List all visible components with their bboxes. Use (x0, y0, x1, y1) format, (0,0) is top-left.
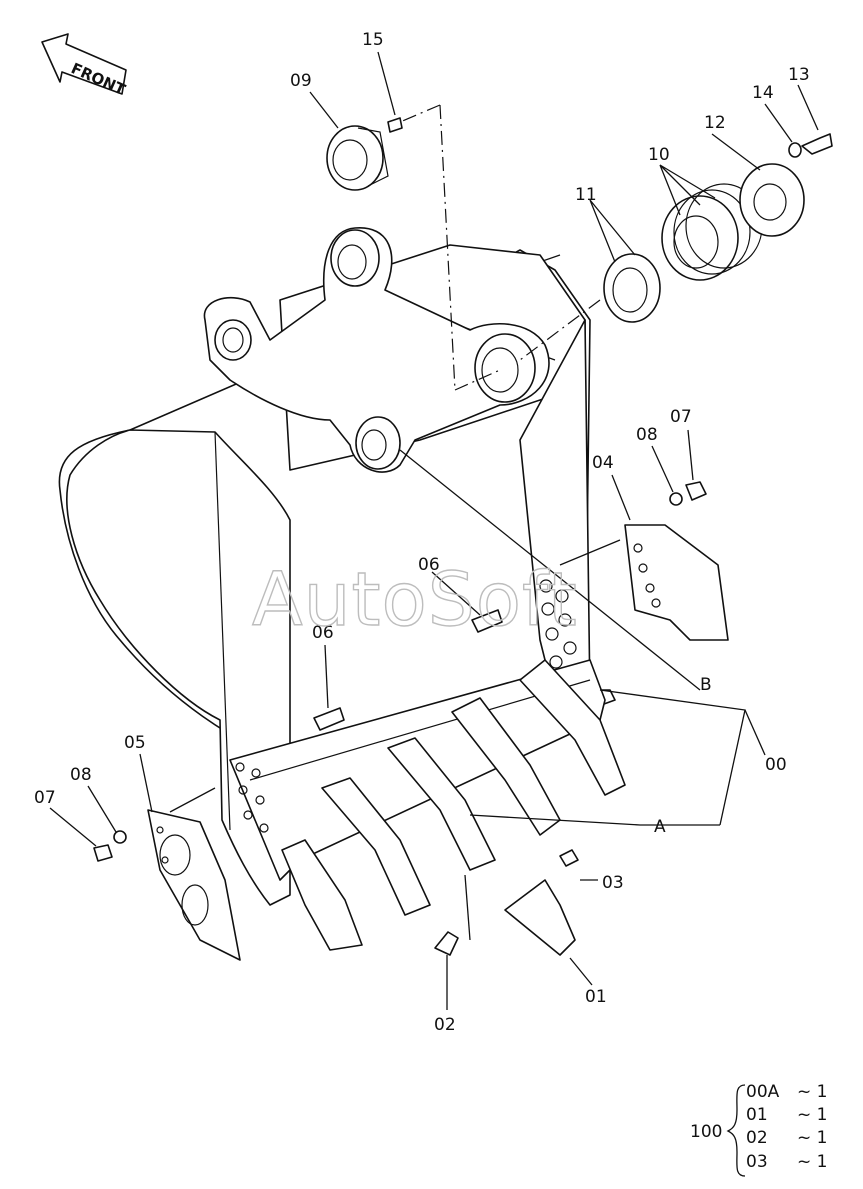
callout-08-right: 08 (636, 425, 658, 445)
callout-12: 12 (704, 113, 726, 133)
kit-row-1-qty: ~ 1 (797, 1082, 827, 1102)
bucket-teeth (281, 659, 626, 951)
part-07-nut-left (93, 844, 113, 862)
callout-00: 00 (765, 755, 787, 775)
part-08-washer-left (113, 830, 127, 844)
callout-13: 13 (788, 65, 810, 85)
part-11-seal (603, 253, 661, 323)
bucket-body (58, 227, 626, 951)
part-10-shims (661, 183, 763, 281)
part-02-pin (434, 931, 459, 956)
part-09-plug (326, 125, 389, 191)
kit-row-2-qty: ~ 1 (797, 1105, 827, 1125)
callout-06-mid: 06 (418, 555, 440, 575)
part-15-pin (387, 117, 403, 133)
callout-labels: 15 09 13 14 12 10 11 07 08 04 06 06 B 00… (34, 30, 810, 1035)
callout-07-left: 07 (34, 788, 56, 808)
part-05-side-cutter (147, 809, 241, 961)
callout-B: B (700, 675, 712, 695)
part-06-bolt-mid (471, 609, 503, 633)
callout-08-left: 08 (70, 765, 92, 785)
part-08-washer-right (669, 492, 683, 506)
kit-row-3-qty: ~ 1 (797, 1128, 827, 1148)
part-14-lock-washer (788, 142, 802, 158)
part-13-bolt (801, 133, 833, 155)
part-04-side-cutter (624, 524, 729, 641)
callout-04: 04 (592, 453, 614, 473)
callout-05: 05 (124, 733, 146, 753)
kit-row-1-part: 00A (746, 1082, 780, 1102)
part-12-washer (739, 163, 805, 237)
callout-14: 14 (752, 83, 774, 103)
callout-06-left: 06 (312, 623, 334, 643)
callout-15: 15 (362, 30, 384, 50)
pin-assembly (326, 104, 833, 391)
part-03-lock (559, 849, 579, 867)
callout-09: 09 (290, 71, 312, 91)
callout-10: 10 (648, 145, 670, 165)
callout-11: 11 (575, 185, 597, 205)
kit-row-4-part: 03 (746, 1152, 768, 1172)
kit-row-4-qty: ~ 1 (797, 1152, 827, 1172)
kit-number: 100 (690, 1122, 722, 1142)
front-arrow: FRONT (41, 33, 129, 99)
kit-row-3-part: 02 (746, 1128, 768, 1148)
left-plate-holes (235, 762, 269, 833)
part-06-bolt-left (313, 707, 345, 731)
kit-table: 100 00A ~ 1 01 ~ 1 02 ~ 1 03 ~ 1 (690, 1082, 827, 1177)
watermark: AutoSoft (252, 557, 578, 643)
callout-03: 03 (602, 873, 624, 893)
part-01-tooth (504, 879, 576, 956)
callout-01: 01 (585, 987, 607, 1007)
callout-02: 02 (434, 1015, 456, 1035)
callout-07-right: 07 (670, 407, 692, 427)
right-plate-holes (539, 579, 577, 669)
leader-lines (49, 51, 819, 1010)
kit-row-2-part: 01 (746, 1105, 768, 1125)
callout-A: A (654, 817, 666, 837)
part-07-nut-right (685, 481, 707, 501)
